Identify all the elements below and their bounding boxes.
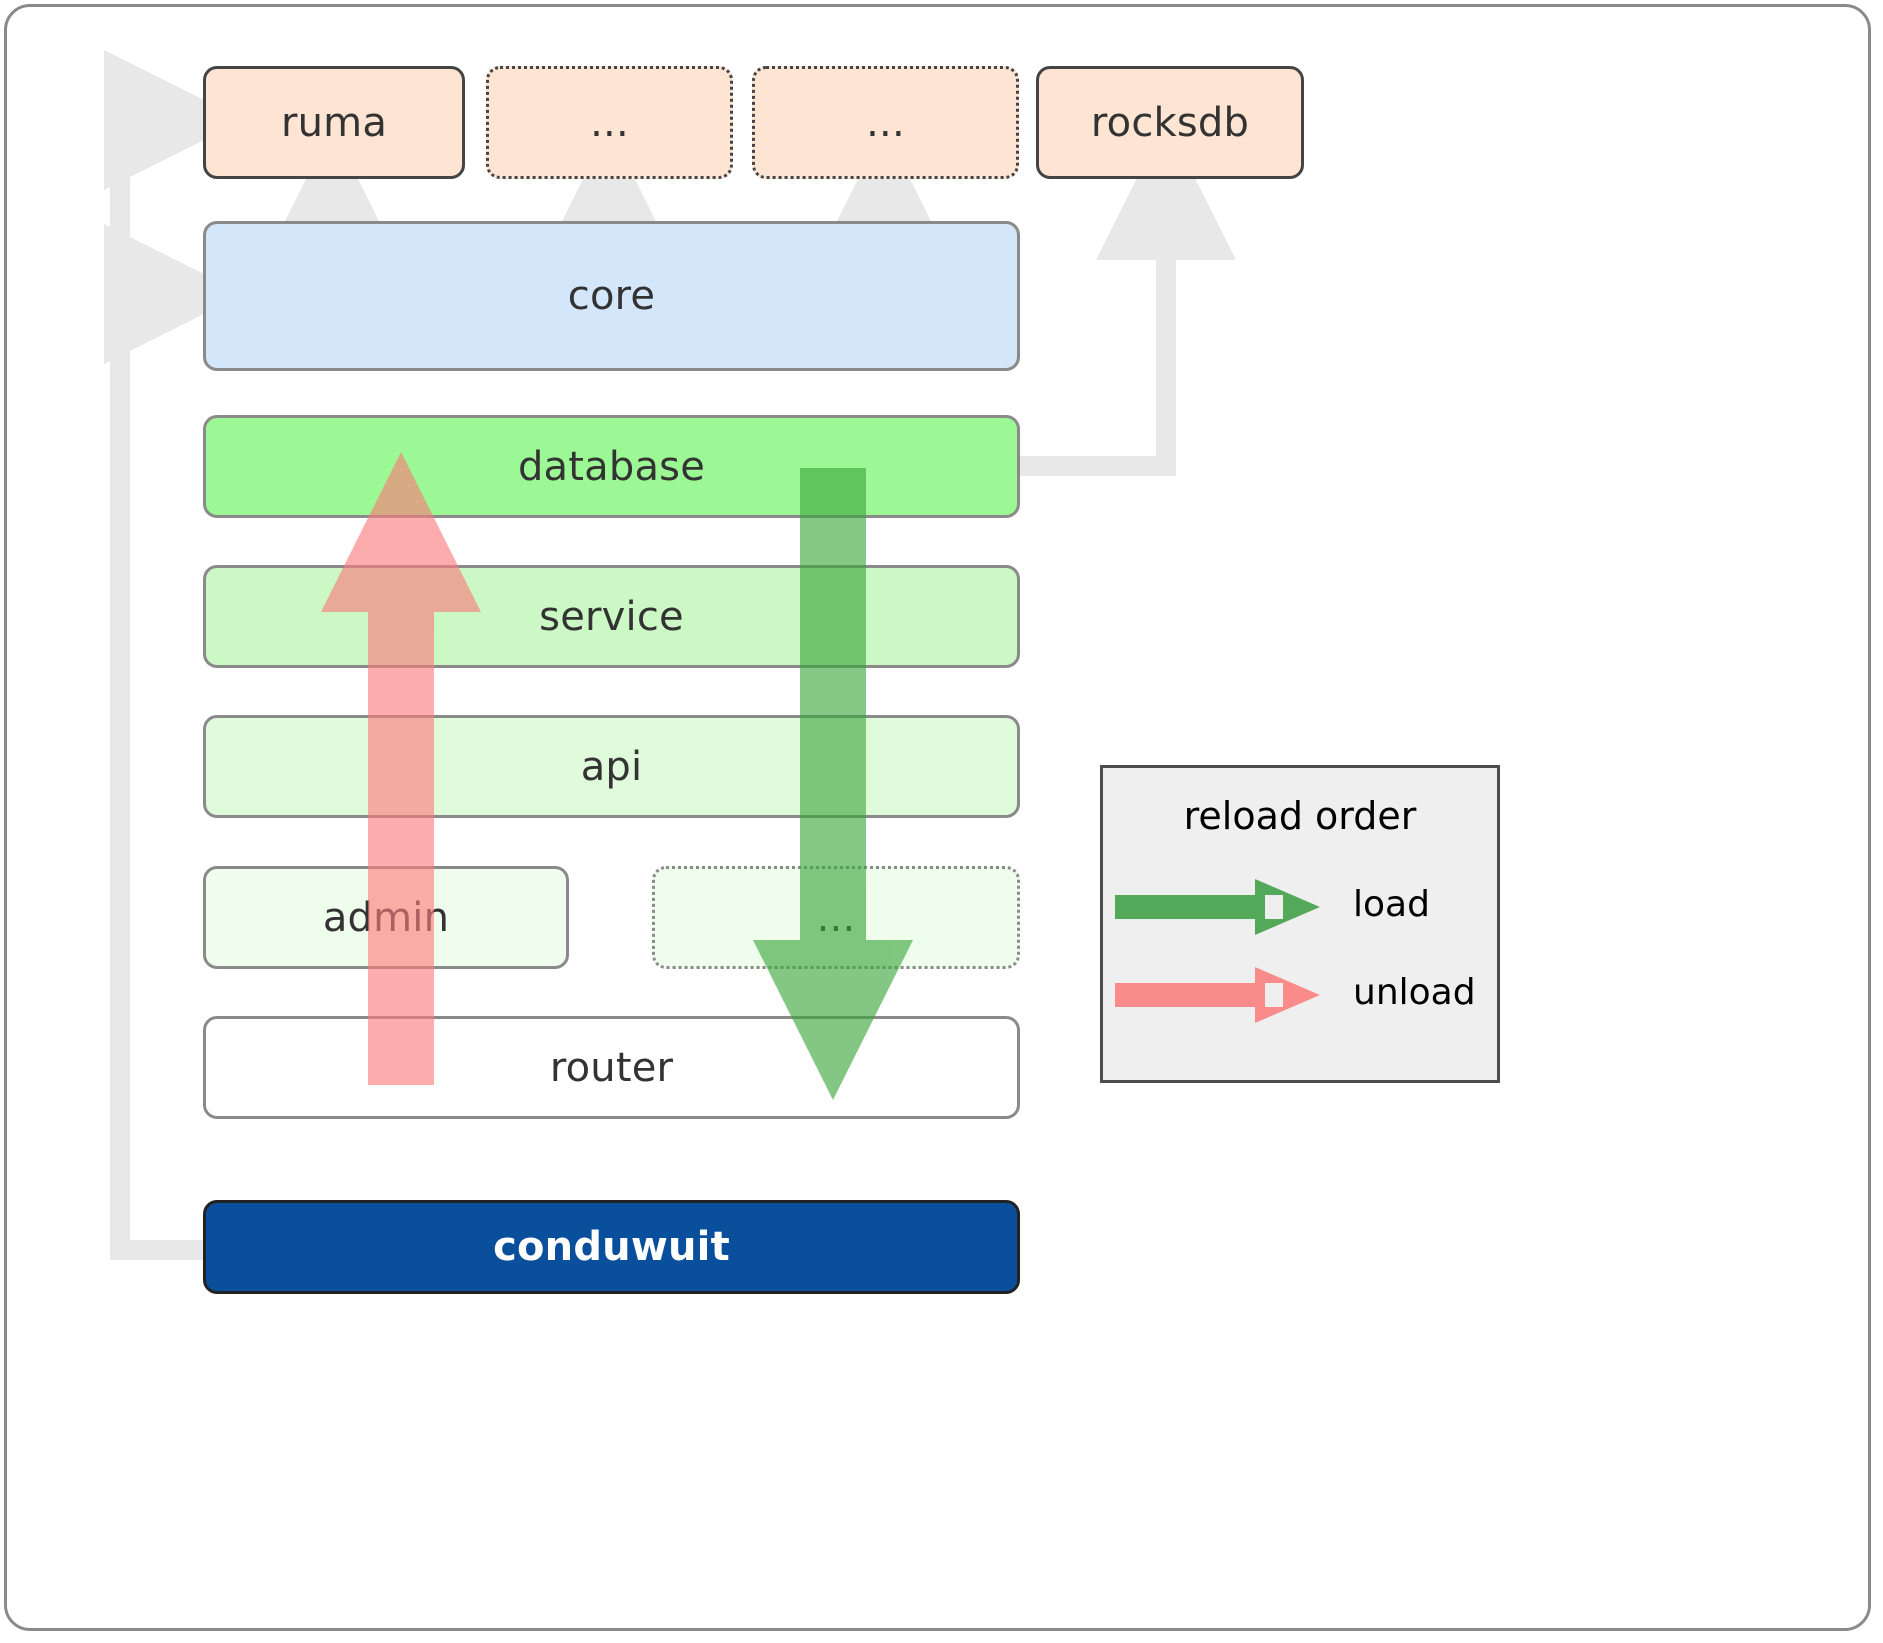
layer-router[interactable]: router xyxy=(203,1016,1020,1119)
crate-placeholder-1[interactable]: ... xyxy=(486,66,733,179)
layer-database-label: database xyxy=(517,443,706,490)
legend-unload-label: unload xyxy=(1353,972,1476,1013)
layer-service-label: service xyxy=(539,593,684,640)
layer-core[interactable]: core xyxy=(203,221,1020,371)
binary-conduwuit[interactable]: conduwuit xyxy=(203,1200,1020,1294)
legend-load-label: load xyxy=(1353,884,1430,925)
layer-api[interactable]: api xyxy=(203,715,1020,818)
crate-placeholder-2-label: ... xyxy=(866,99,905,146)
layer-placeholder[interactable]: ... xyxy=(652,866,1020,969)
legend-row-unload: unload xyxy=(1103,958,1497,1032)
legend-load-arrow-icon xyxy=(1115,879,1320,935)
legend-row-load: load xyxy=(1103,870,1497,944)
crate-ruma-label: ruma xyxy=(280,99,388,146)
crate-rocksdb-label: rocksdb xyxy=(1090,99,1250,146)
legend-panel: reload order load unload xyxy=(1100,765,1500,1083)
layer-service[interactable]: service xyxy=(203,565,1020,668)
legend-title: reload order xyxy=(1183,794,1417,838)
crate-rocksdb[interactable]: rocksdb xyxy=(1036,66,1304,179)
binary-conduwuit-label: conduwuit xyxy=(493,1224,730,1270)
layer-admin[interactable]: admin xyxy=(203,866,569,969)
crate-ruma[interactable]: ruma xyxy=(203,66,465,179)
legend-unload-arrow-icon xyxy=(1115,967,1320,1023)
layer-placeholder-label: ... xyxy=(816,894,856,941)
crate-placeholder-2[interactable]: ... xyxy=(752,66,1019,179)
layer-database[interactable]: database xyxy=(203,415,1020,518)
layer-core-label: core xyxy=(567,273,656,319)
layer-api-label: api xyxy=(580,743,643,790)
crate-placeholder-1-label: ... xyxy=(590,99,629,146)
layer-router-label: router xyxy=(549,1044,674,1091)
layer-admin-label: admin xyxy=(322,894,450,941)
